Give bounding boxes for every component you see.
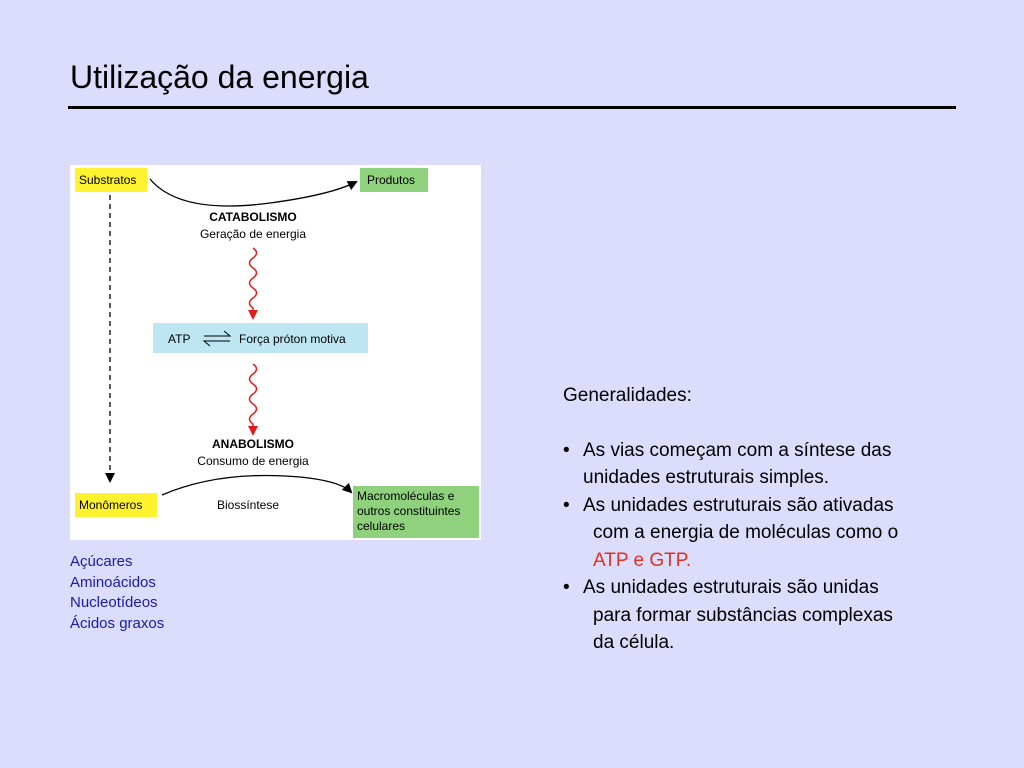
info-line: As unidades estruturais são ativadas (583, 494, 894, 516)
info-heading: Generalidades: (563, 385, 692, 406)
bullet-icon: • (563, 439, 570, 461)
catabolism-subtitle: Geração de energia (200, 227, 306, 241)
catabolism-arrow (149, 178, 358, 207)
info-bullet-item: • As unidades estruturais são ativadas c… (563, 492, 983, 575)
bullet-icon: • (563, 577, 570, 598)
monomer-examples-list: Açúcares Aminoácidos Nucleotídeos Ácidos… (70, 552, 164, 634)
equilibrium-arrows-icon (202, 330, 232, 347)
pmf-label: Força próton motiva (239, 332, 346, 346)
energy-wave-arrow-bottom (248, 363, 258, 436)
info-line: da célula. (593, 632, 675, 653)
info-bullet-item: • As unidades estruturais são unidas par… (563, 574, 983, 657)
info-line: As vias começam com a síntese das (583, 439, 892, 461)
anabolism-subtitle: Consumo de energia (197, 454, 309, 468)
info-line: com a energia de moléculas como o (593, 522, 899, 543)
substrates-box (75, 168, 147, 192)
metabolism-diagram-svg: Substratos Produtos CATABOLISMO Geração … (75, 168, 479, 538)
info-highlight: ATP e GTP. (593, 549, 692, 571)
list-item: Nucleotídeos (70, 594, 158, 611)
anabolism-arrow (161, 474, 353, 496)
macromolecules-line-1: Macromoléculas e (357, 489, 455, 503)
anabolism-title: ANABOLISMO (212, 437, 294, 451)
atp-label: ATP (168, 332, 190, 346)
slide-title: Utilização da energia (70, 59, 369, 95)
info-bullet-item: • As vias começam com a síntese das unid… (563, 437, 983, 492)
substrates-label: Substratos (79, 173, 136, 187)
macromolecules-line-2: outros constituintes (357, 504, 460, 518)
monomers-box (75, 493, 157, 517)
info-line: para formar substâncias complexas (593, 604, 893, 626)
biosynthesis-label: Biossíntese (217, 498, 279, 512)
info-line: As unidades estruturais são unidas (583, 577, 879, 598)
products-label: Produtos (367, 173, 415, 187)
list-item: Açúcares (70, 553, 133, 570)
info-bullets: • As vias começam com a síntese das unid… (563, 437, 983, 657)
general-info-panel: Generalidades: • As vias começam com a s… (563, 382, 983, 657)
title-divider (68, 106, 956, 109)
macromolecules-box (353, 486, 479, 538)
monomers-label: Monômeros (79, 498, 142, 512)
catabolism-title: CATABOLISMO (209, 210, 297, 224)
atp-pmf-box (153, 323, 368, 353)
list-item: Aminoácidos (70, 573, 156, 591)
list-item: Ácidos graxos (70, 614, 165, 632)
products-box (360, 168, 428, 192)
bullet-icon: • (563, 494, 570, 516)
metabolism-diagram: Substratos Produtos CATABOLISMO Geração … (70, 165, 481, 540)
info-line: unidades estruturais simples. (583, 467, 830, 488)
macromolecules-line-3: celulares (357, 519, 405, 533)
energy-wave-arrow-top (248, 247, 258, 320)
